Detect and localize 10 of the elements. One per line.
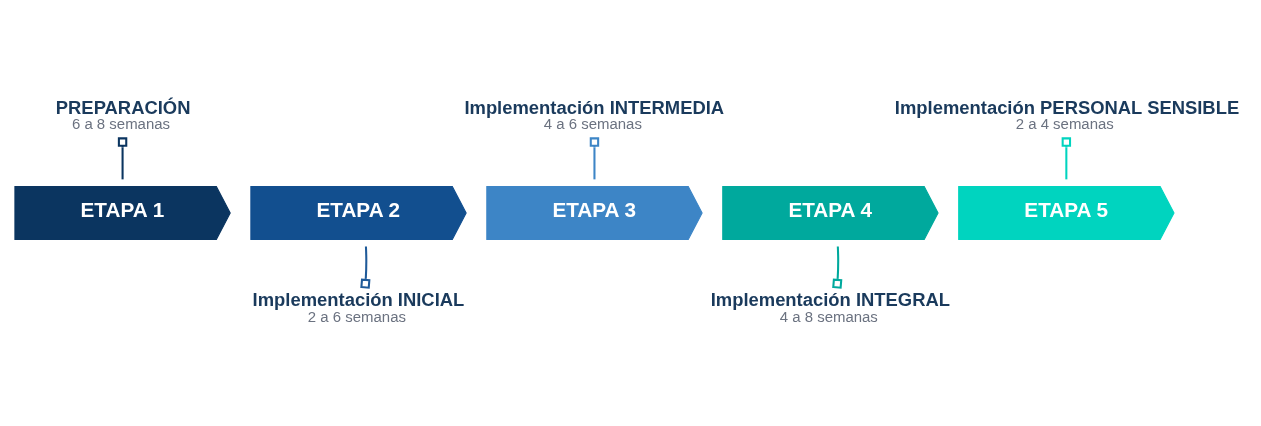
connector [117,137,127,180]
node-text: Implementación PERSONAL SENSIBLE 2 a 4 semanas [894,96,1239,133]
node-text: Implementación INICIAL 2 a 6 semanas [252,289,464,325]
node-text: Implementación INTERMEDIA 4 a 6 semanas [463,96,724,133]
node-text: PREPARACIÓN 6 a 8 semanas [55,96,190,133]
connector [359,246,370,289]
connector [831,246,842,289]
node-text: Implementación INTEGRAL 4 a 8 semanas [710,289,950,325]
connector [1061,137,1071,180]
connector [589,137,599,180]
